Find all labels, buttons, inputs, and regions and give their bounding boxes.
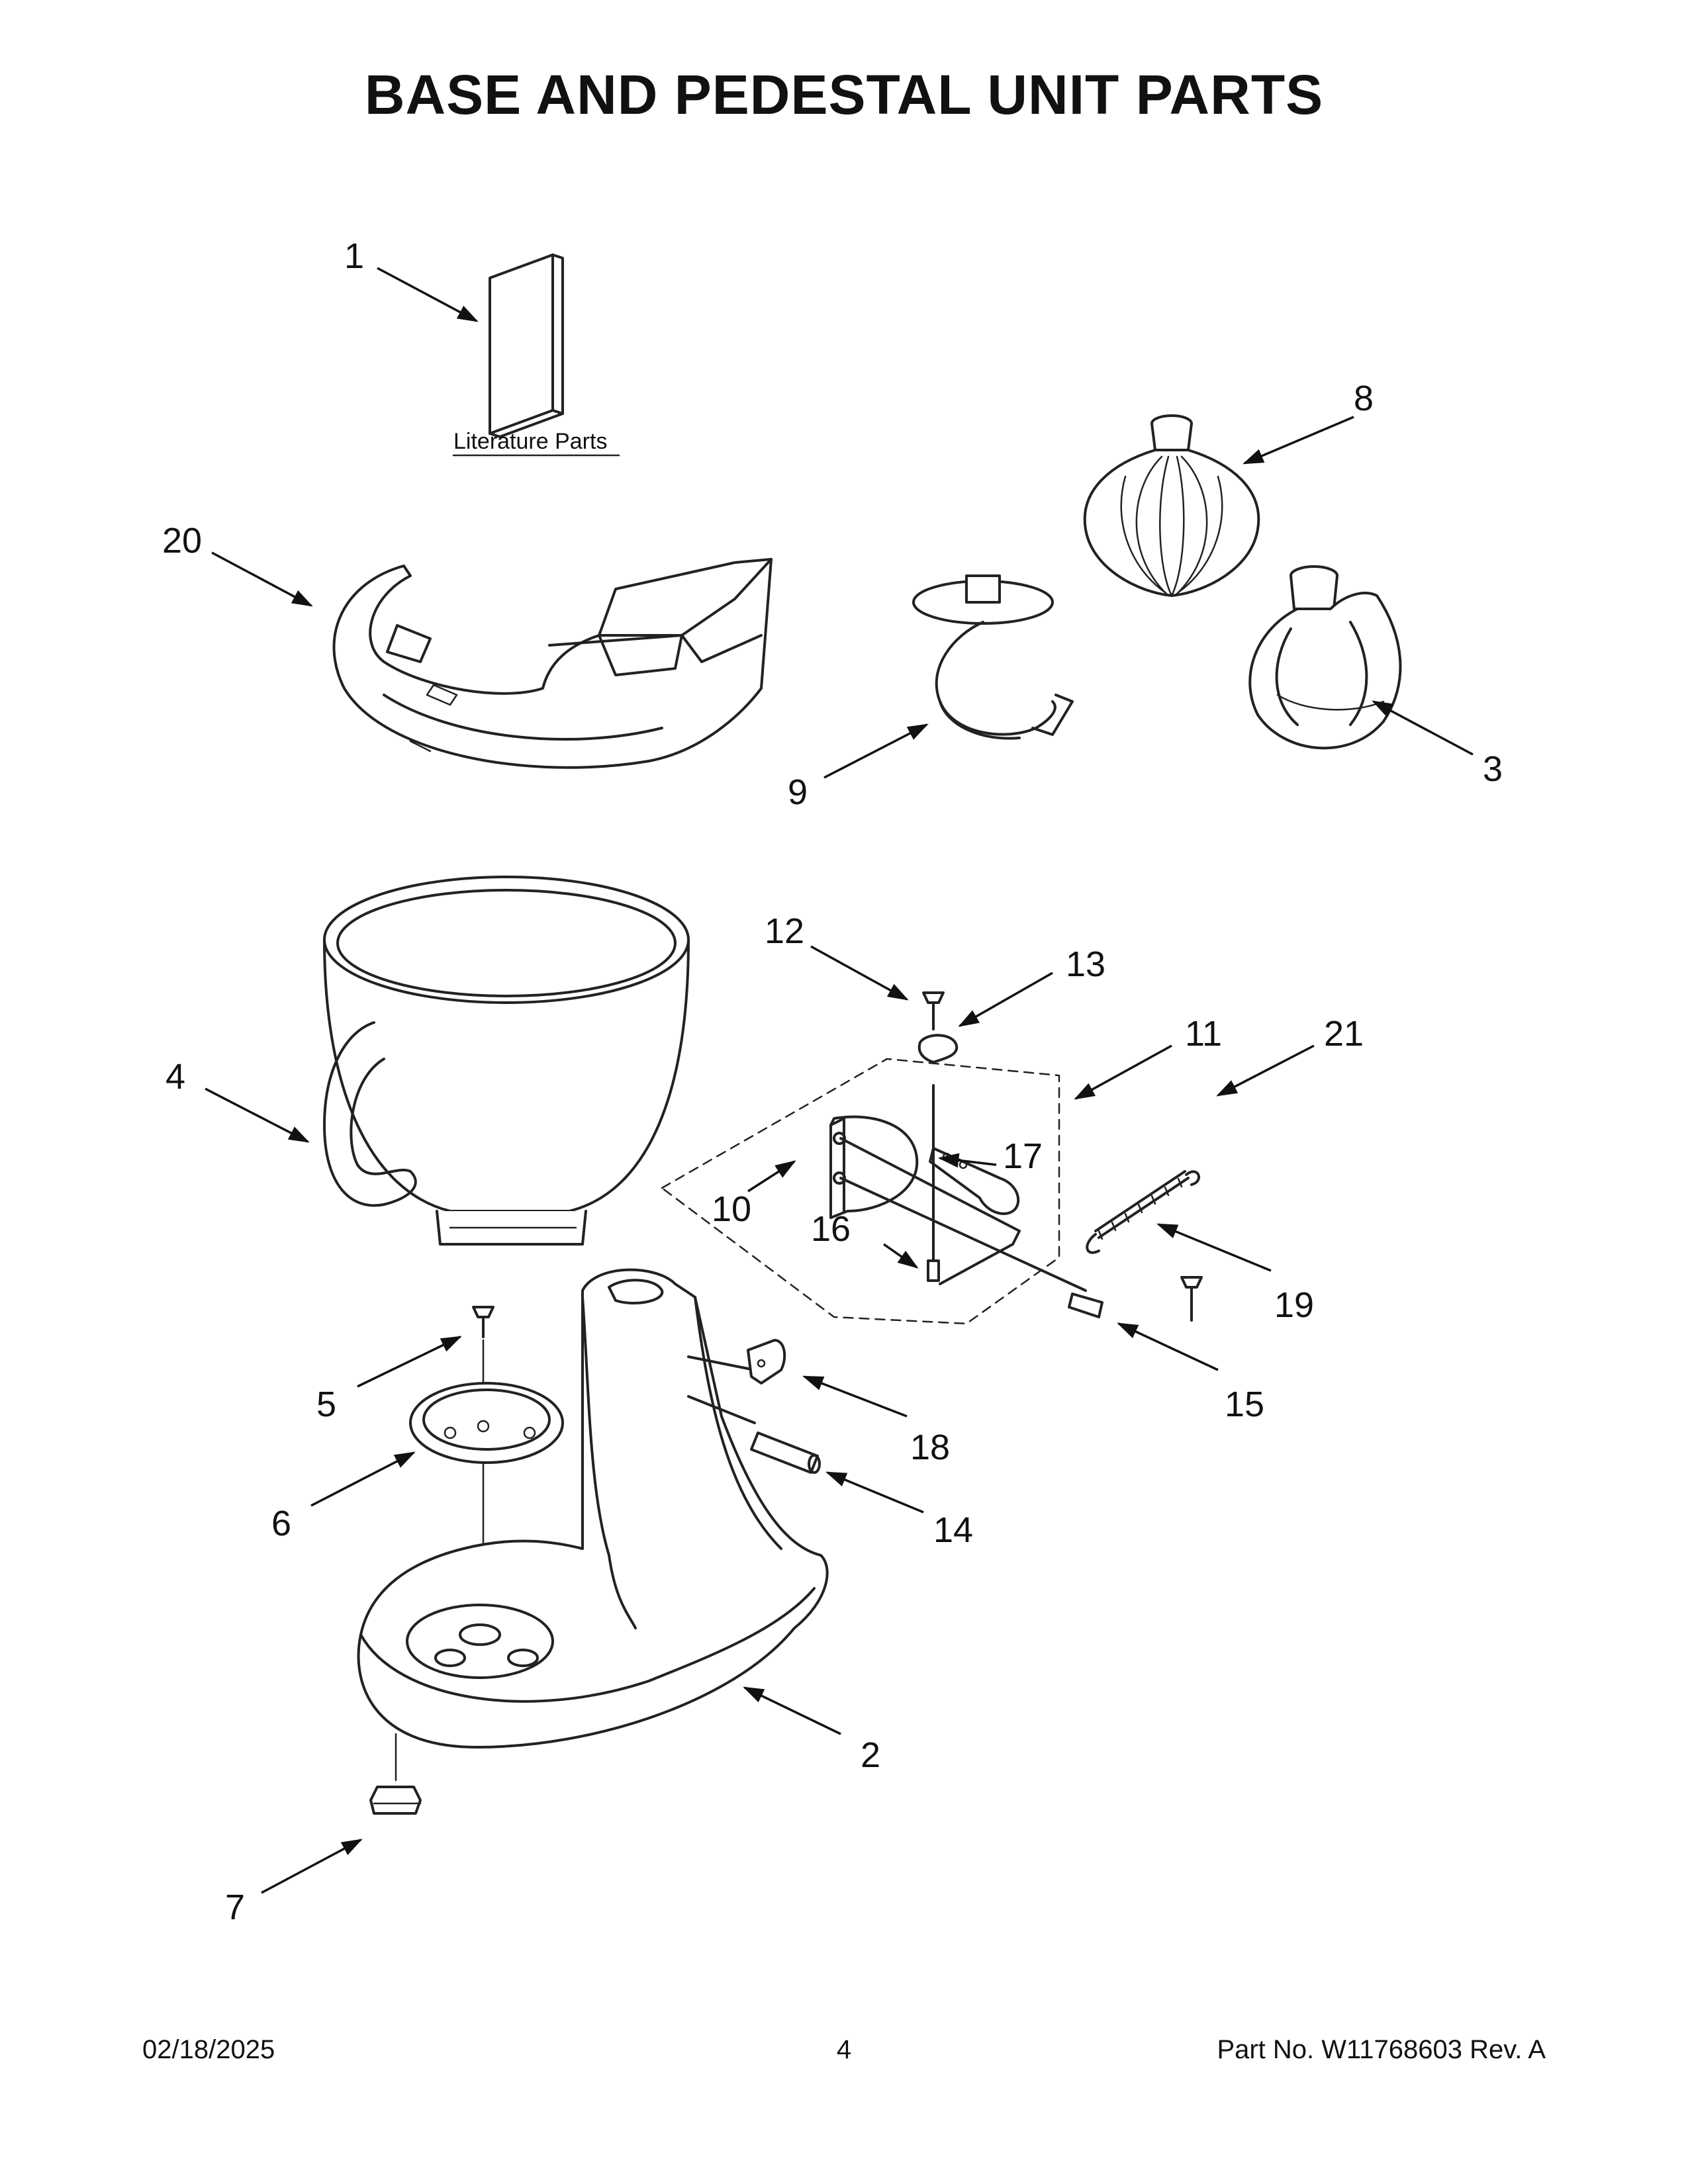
callout-15: 15	[1225, 1385, 1264, 1424]
leader-lines	[205, 267, 1474, 1894]
callout-4: 4	[165, 1057, 185, 1097]
part-18-latch-plate	[747, 1339, 786, 1385]
part-21-screw	[1180, 1276, 1203, 1322]
part-12-screw	[922, 991, 945, 1030]
callout-18: 18	[910, 1428, 950, 1467]
part-2-pedestal-base	[357, 1268, 829, 1749]
callout-1: 1	[344, 236, 364, 276]
callout-8: 8	[1354, 379, 1374, 418]
callout-3: 3	[1483, 749, 1503, 789]
callout-7: 7	[225, 1888, 245, 1927]
footer-part-number: Part No. W11768603 Rev. A	[1217, 2035, 1546, 2064]
callout-5: 5	[316, 1385, 336, 1424]
part-8-wire-whip	[1083, 414, 1260, 597]
callout-20: 20	[162, 521, 202, 561]
part-14-hinge-pin	[750, 1432, 821, 1474]
footer-page-number: 4	[836, 2035, 852, 2064]
part-5-screw	[472, 1306, 494, 1404]
part-7-foot	[369, 1733, 422, 1815]
callout-6: 6	[271, 1504, 291, 1543]
part-20-pouring-shield	[332, 558, 773, 769]
callout-10: 10	[712, 1189, 751, 1229]
callout-numbers: 1 2 3 4 5 6 7 8 9 10 11 12 13 14 15 16 1…	[162, 236, 1503, 1927]
callout-12: 12	[765, 911, 804, 951]
callout-14: 14	[933, 1510, 973, 1550]
callout-19: 19	[1274, 1285, 1314, 1325]
callout-13: 13	[1066, 944, 1105, 984]
callout-16: 16	[811, 1209, 851, 1249]
part-4-bowl	[323, 876, 690, 1246]
part-6-clamp-plate	[409, 1382, 564, 1616]
footer-date: 02/18/2025	[142, 2035, 275, 2064]
callout-2: 2	[861, 1735, 880, 1775]
part-9-dough-hook	[912, 574, 1074, 740]
literature-label: Literature Parts	[453, 429, 607, 454]
callout-17: 17	[1003, 1136, 1043, 1176]
callout-11: 11	[1185, 1014, 1222, 1054]
page-title: BASE AND PEDESTAL UNIT PARTS	[364, 64, 1324, 126]
callout-9: 9	[788, 772, 808, 812]
part-1-literature: Literature Parts	[452, 253, 620, 457]
part-13-washer	[917, 1034, 959, 1064]
part-19-spring	[1086, 1170, 1200, 1254]
callout-21: 21	[1324, 1014, 1364, 1054]
part-3-flat-beater	[1248, 565, 1402, 750]
